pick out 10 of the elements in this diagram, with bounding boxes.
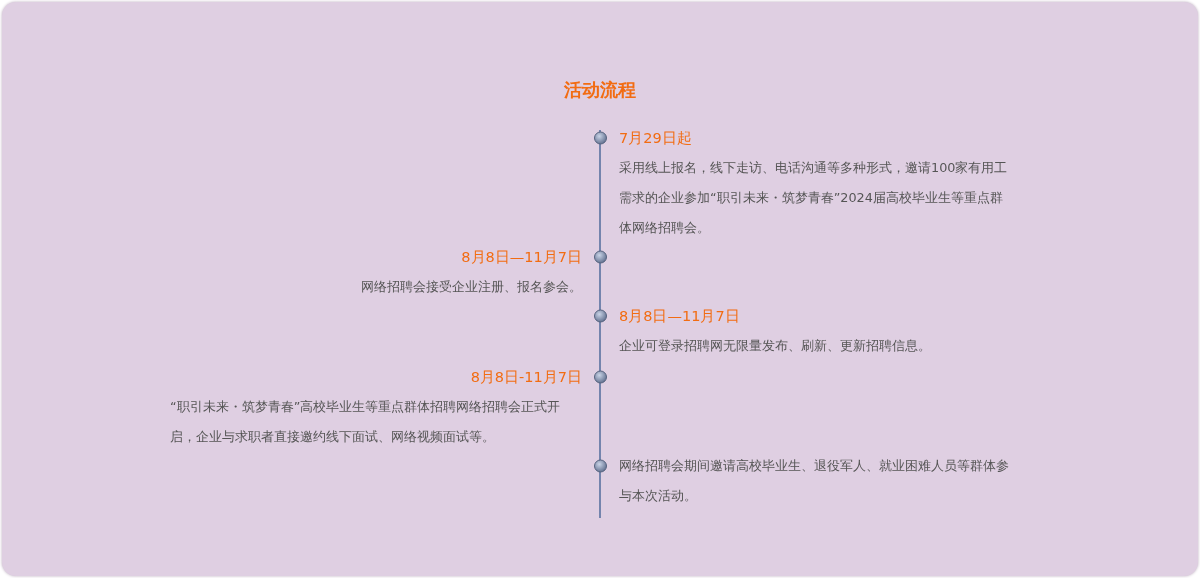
description-text: 网络招聘会接受企业注册、报名参会。: [360, 278, 582, 296]
date-label: 7月29日起: [619, 129, 693, 148]
description-text: 网络招聘会期间邀请高校毕业生、退役军人、就业困难人员等群体参与本次活动。: [619, 457, 1010, 505]
date-label: 8月8日-11月7日: [469, 368, 582, 387]
timeline-title: 活动流程: [563, 78, 637, 102]
description-text: “职引未来・筑梦青春”高校毕业生等重点群体招聘网络招聘会正式开启，企业与求职者直接邀约线下面试、网络视频面试等。: [170, 398, 562, 446]
description-text: 企业可登录招聘网无限量发布、刷新、更新招聘信息。: [619, 337, 932, 355]
description-text: 采用线上报名，线下走访、电话沟通等多种形式，邀请100家有用工需求的企业参加“职引未来・筑梦青春”2024届高校毕业生等重点群体网络招聘会。: [619, 159, 1009, 237]
date-label: 8月8日—11月7日: [460, 248, 582, 267]
date-label: 8月8日—11月7日: [619, 307, 741, 326]
